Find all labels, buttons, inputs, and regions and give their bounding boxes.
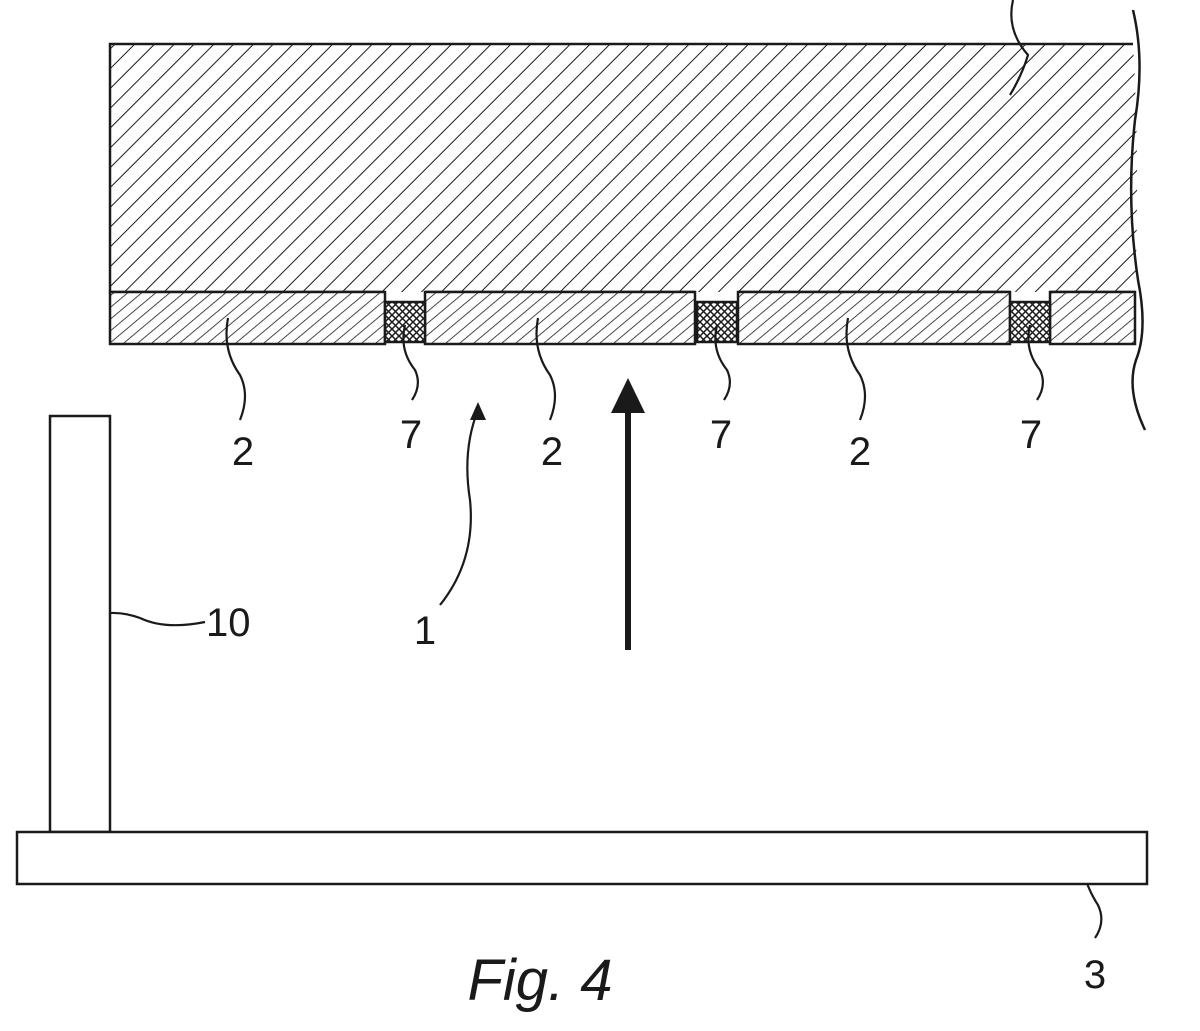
main-body bbox=[108, 42, 1138, 294]
leader-joint-c bbox=[1027, 324, 1044, 401]
joint-left bbox=[383, 300, 427, 344]
figure-caption: Fig. 4 bbox=[467, 948, 612, 1013]
leader-tile-c bbox=[845, 317, 867, 421]
post bbox=[48, 414, 112, 834]
label-tile-c: 2 bbox=[849, 430, 871, 474]
base-plate bbox=[15, 830, 1149, 886]
label-joint-a: 7 bbox=[400, 413, 422, 457]
leader-tile-b bbox=[535, 317, 557, 421]
tiles bbox=[108, 290, 1137, 346]
tile-left bbox=[108, 290, 387, 346]
tile-edge bbox=[1048, 290, 1137, 346]
leader-gap bbox=[439, 409, 480, 606]
label-base: 3 bbox=[1084, 953, 1106, 997]
joint-middle bbox=[695, 300, 739, 344]
label-joint-c: 7 bbox=[1020, 413, 1042, 457]
direction-arrow bbox=[611, 378, 645, 650]
tile-right bbox=[736, 290, 1012, 346]
gap-pointer bbox=[470, 402, 486, 420]
joints bbox=[383, 300, 1052, 344]
break-line bbox=[1129, 9, 1147, 431]
label-tile-b: 2 bbox=[541, 430, 563, 474]
joint-right bbox=[1008, 300, 1052, 344]
label-tile-a: 2 bbox=[232, 430, 254, 474]
leader-joint-a bbox=[402, 324, 419, 401]
label-post: 10 bbox=[206, 601, 251, 645]
leader-top bbox=[1009, 0, 1030, 96]
leader-tile-a bbox=[225, 317, 247, 421]
tile-middle bbox=[423, 290, 697, 346]
label-joint-b: 7 bbox=[710, 413, 732, 457]
label-gap: 1 bbox=[414, 609, 436, 653]
leader-joint-b bbox=[714, 324, 731, 401]
